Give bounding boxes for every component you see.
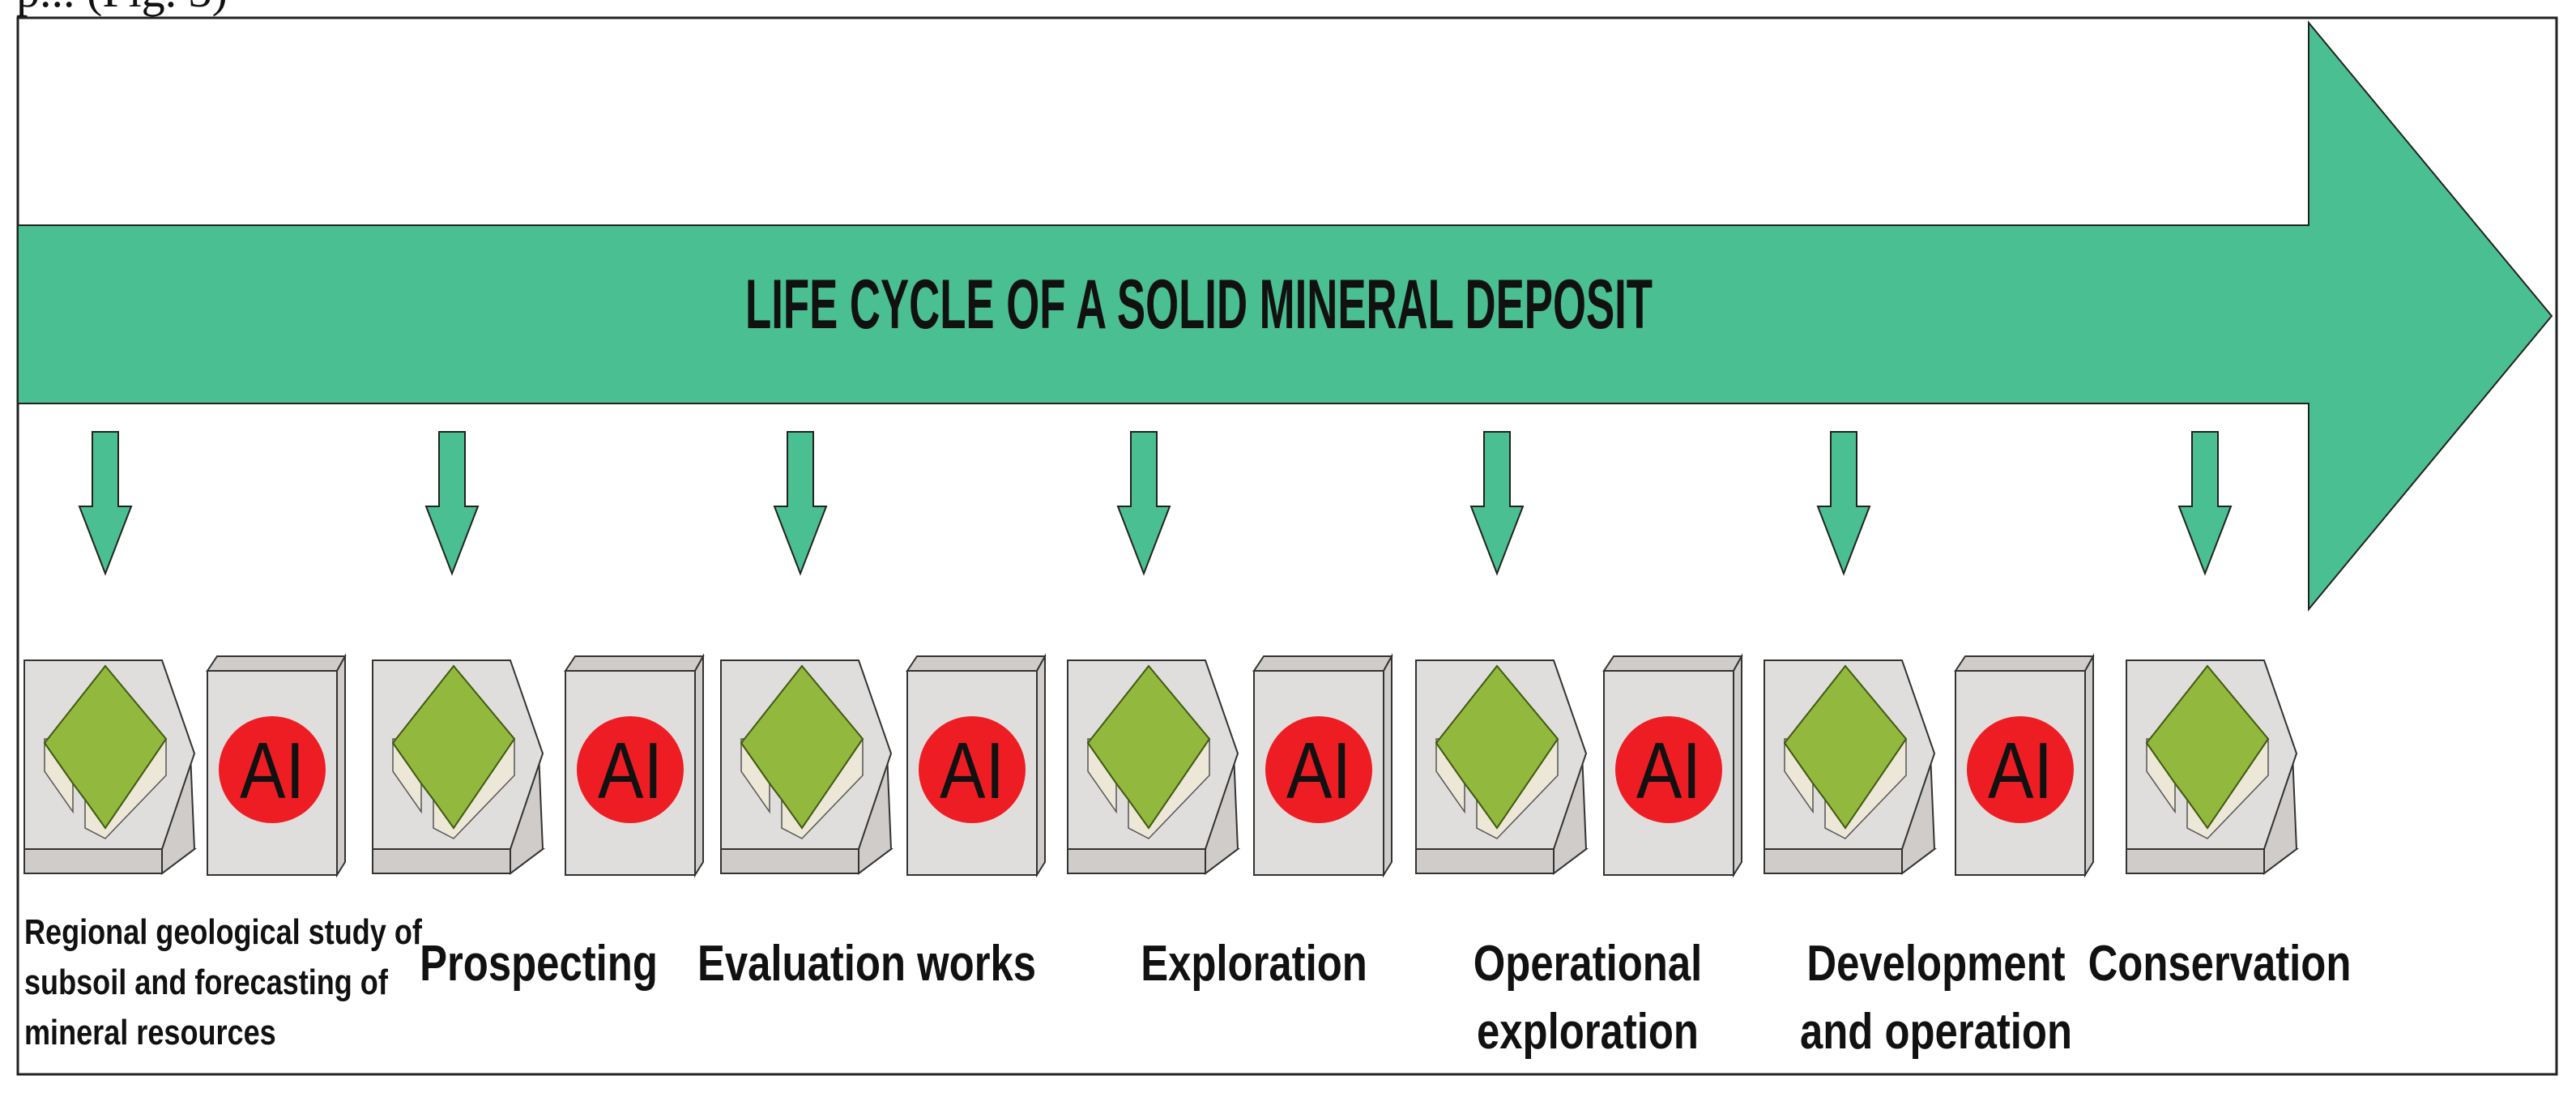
ai-block-top <box>1252 655 1393 672</box>
deposit-diamond <box>1435 664 1559 830</box>
stage-label-line: Prospecting <box>420 936 658 992</box>
ai-block-side <box>694 653 704 878</box>
ai-text: AI <box>598 726 663 815</box>
ai-block-side <box>2084 653 2094 878</box>
stage-labels-group: Regional geological study of subsoil and … <box>24 912 2351 1061</box>
ai-block-side <box>1733 653 1742 878</box>
ai-block-top <box>1602 655 1743 672</box>
deposit-diamond <box>391 664 516 830</box>
ai-text: AI <box>940 726 1004 815</box>
stage-block <box>372 659 545 875</box>
stage-label-line: mineral resources <box>24 1013 276 1052</box>
cropped-header-text: p... (Fig. 3) <box>16 0 228 17</box>
diagram-frame <box>16 16 2558 1076</box>
stage-label-line: Development <box>1806 936 2065 992</box>
stage-label-line: and operation <box>1800 1004 2072 1060</box>
ai-block: AI <box>1602 653 1743 878</box>
ai-block-top <box>906 655 1047 672</box>
ai-circle <box>1967 716 2074 823</box>
ai-block-side <box>1383 653 1392 878</box>
stage-block <box>1764 659 1937 875</box>
deposit-diamond <box>1783 664 1908 830</box>
ai-text: AI <box>1636 726 1701 815</box>
ai-text: AI <box>240 726 305 815</box>
ai-block-top <box>206 655 347 672</box>
ai-block: AI <box>906 653 1047 878</box>
ai-block-side <box>336 653 346 878</box>
ai-circle <box>1615 716 1722 823</box>
down-arrow <box>78 431 133 576</box>
ai-circle <box>219 716 326 823</box>
ai-block-top <box>1954 655 2095 672</box>
deposit-diamond <box>43 664 168 830</box>
ai-block-top <box>564 655 705 672</box>
deposit-diamond <box>1086 664 1211 830</box>
down-arrow <box>1469 431 1525 576</box>
down-arrow <box>424 431 480 576</box>
stage-label-line: exploration <box>1477 1004 1699 1060</box>
down-arrow <box>773 431 828 576</box>
stage-block <box>2126 659 2299 875</box>
ai-blocks-group: AI AI AI AI AI AI <box>206 653 2095 878</box>
ai-block: AI <box>1954 653 2095 878</box>
deposit-diamond <box>740 664 864 830</box>
down-arrow <box>1116 431 1171 576</box>
ai-block: AI <box>564 653 705 878</box>
down-arrow <box>1816 431 1871 576</box>
ai-circle <box>1265 716 1372 823</box>
ai-circle <box>919 716 1026 823</box>
stage-block <box>1067 659 1240 875</box>
stage-label-line: subsoil and forecasting of <box>24 963 388 1002</box>
stage-blocks-group <box>23 659 2299 875</box>
life-cycle-arrow <box>17 20 2553 612</box>
ai-block-side <box>1036 653 1046 878</box>
deposit-diamond <box>2145 664 2270 830</box>
arrow-title: LIFE CYCLE OF A SOLID MINERAL DEPOSIT <box>745 266 1653 344</box>
ai-circle <box>577 716 684 823</box>
stage-block <box>720 659 893 875</box>
ai-text: AI <box>1988 726 2053 815</box>
stage-block <box>23 659 197 875</box>
stage-label-line: Regional geological study of <box>24 912 422 952</box>
ai-block: AI <box>206 653 347 878</box>
ai-text: AI <box>1286 726 1351 815</box>
stage-label-line: Exploration <box>1141 936 1367 992</box>
stage-label-line: Conservation <box>2088 936 2352 992</box>
stage-label-line: Operational <box>1474 936 1702 992</box>
down-arrows-group <box>78 431 2233 576</box>
stage-label-line: Evaluation works <box>697 936 1036 992</box>
stage-block <box>1415 659 1589 875</box>
down-arrow <box>2177 431 2233 576</box>
ai-block: AI <box>1252 653 1393 878</box>
